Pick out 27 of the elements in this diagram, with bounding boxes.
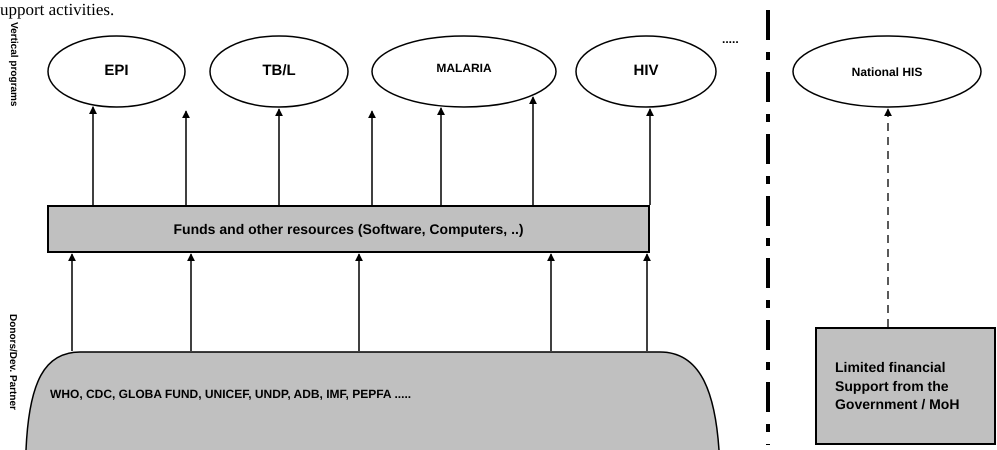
resources-box	[47, 205, 650, 253]
node-label: EPI	[104, 61, 129, 82]
arrow	[368, 110, 376, 205]
node-label: Limited financial Support from the Government / MoH	[835, 358, 960, 414]
arrow	[884, 108, 892, 327]
arrow	[68, 253, 76, 351]
axis-label: Donors/Dev. Partner	[6, 314, 19, 410]
node-label: WHO, CDC, GLOBA FUND, UNICEF, UNDP, ADB, IMF, PEPFA .....	[50, 386, 412, 402]
arrow	[187, 253, 195, 351]
arrow	[646, 108, 654, 205]
node-label: National HIS	[852, 64, 922, 80]
arrow	[355, 253, 363, 351]
arrow	[275, 108, 283, 205]
arrow	[529, 96, 537, 205]
node-label: Funds and other resources (Software, Computers, ..)	[173, 220, 524, 239]
node-label: MALARIA	[436, 60, 492, 76]
node-label: TB/L	[262, 61, 296, 82]
axis-label: Vertical programs	[7, 22, 20, 106]
body-text: upport activities.	[0, 0, 114, 20]
arrow	[547, 253, 555, 351]
ellipsis-text: .....	[722, 31, 739, 48]
arrow	[437, 107, 445, 205]
support-box	[815, 327, 996, 445]
arrow	[643, 253, 651, 351]
arrow	[182, 110, 190, 205]
node-label: HIV	[633, 61, 658, 82]
arrow	[89, 106, 97, 205]
